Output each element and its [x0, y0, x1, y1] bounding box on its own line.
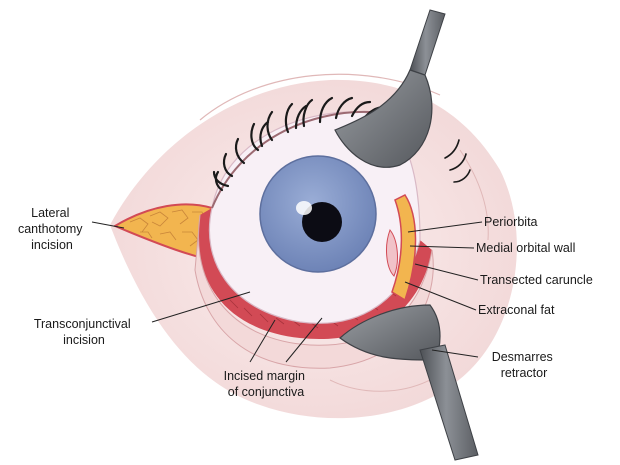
label-desmarres-line2: retractor: [501, 366, 548, 380]
label-transconjunctival: Transconjunctival incision: [34, 317, 134, 347]
label-extraconal-fat: Extraconal fat: [478, 303, 555, 317]
label-lateral-canthotomy: Lateral canthotomy incision: [18, 206, 86, 252]
label-incised-line2: of conjunctiva: [228, 385, 304, 399]
pupil-highlight: [296, 201, 312, 215]
upper-retractor-handle: [410, 10, 445, 75]
label-lateral-line2: canthotomy: [18, 222, 83, 236]
label-medial-orbital-wall: Medial orbital wall: [476, 241, 575, 255]
label-lateral-line1: Lateral: [31, 206, 69, 220]
label-transected-caruncle: Transected caruncle: [480, 273, 593, 287]
label-periorbita: Periorbita: [484, 215, 538, 229]
label-lateral-line3: incision: [31, 238, 73, 252]
label-desmarres-line1: Desmarres: [492, 350, 553, 364]
label-desmarres: Desmarres retractor: [492, 350, 557, 380]
label-incised-line1: Incised margin: [224, 369, 305, 383]
label-transconjunctival-line1: Transconjunctival: [34, 317, 131, 331]
label-transconjunctival-line2: incision: [63, 333, 105, 347]
